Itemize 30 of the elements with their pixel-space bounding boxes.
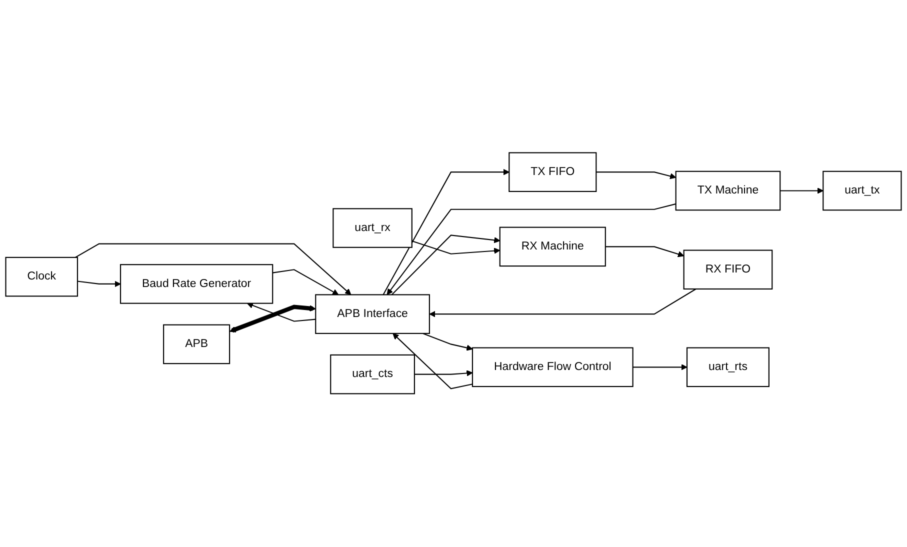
node-box: Baud Rate Generator [120,264,274,304]
arrow [392,333,473,390]
arrow [382,169,510,296]
arrow [272,269,339,296]
arrow [632,364,688,371]
arrow [414,370,473,377]
node-box: TX Machine [675,171,781,211]
arrow [412,240,500,255]
arrow [77,281,121,288]
arrow [246,302,316,322]
arrow [780,188,824,194]
node-box: RX Machine [499,227,606,267]
arrow [391,234,500,296]
arrow [429,288,696,318]
node-box: uart_rx [332,208,412,248]
node-box: Clock [5,257,78,297]
node-box: APB [163,324,230,364]
node-box: uart_tx [822,171,902,211]
arrow [605,246,684,258]
arrow [422,333,473,352]
node-box: uart_cts [330,354,415,394]
node-box: TX FIFO [508,152,597,192]
arrow [230,305,316,333]
node-box: RX FIFO [683,250,773,290]
arrow [75,244,352,296]
arrow [596,172,676,180]
node-box: uart_rts [686,348,770,388]
node-box: APB Interface [315,294,430,334]
node-box: Hardware Flow Control [472,348,634,388]
arrow [386,204,676,296]
